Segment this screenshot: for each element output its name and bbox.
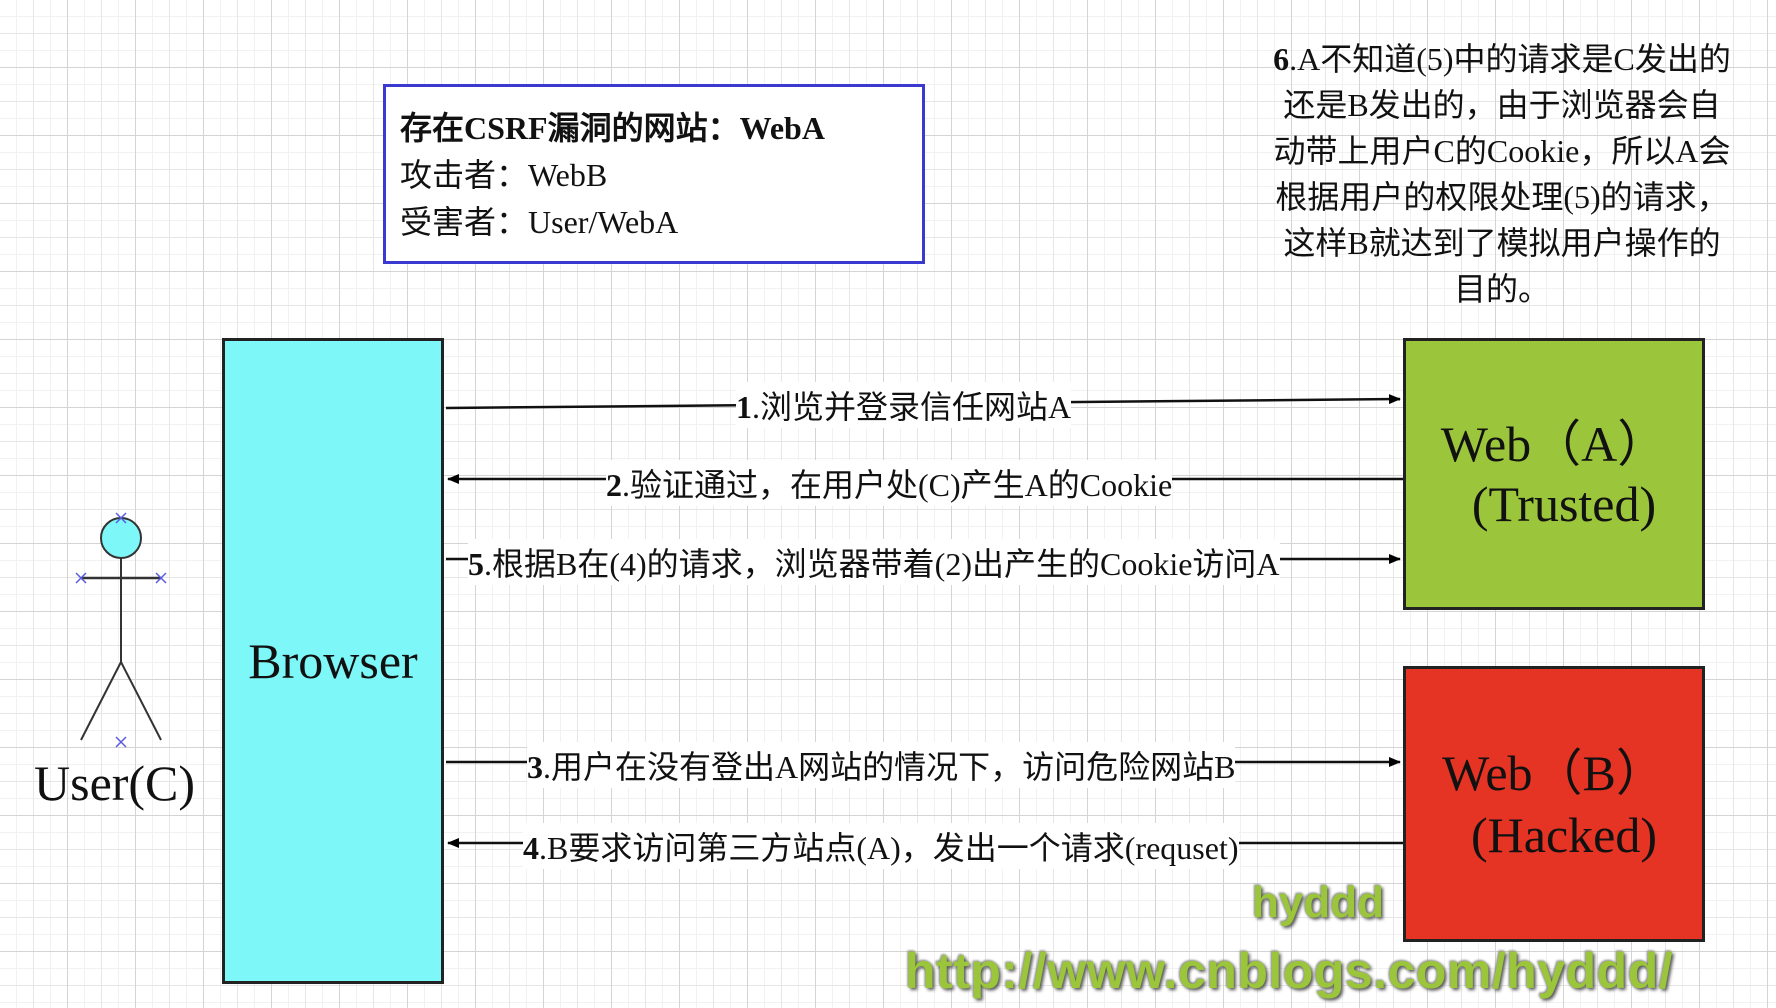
web-a-subtitle: (Trusted) <box>1471 476 1657 532</box>
watermark-url: http://www.cnblogs.com/hyddd/ <box>905 943 1674 999</box>
info-vulnerable-site: 存在CSRF漏洞的网站：WebA <box>400 110 825 146</box>
browser-box: Browser <box>222 338 444 984</box>
step-4-label: 4.B要求访问第三方站点(A)，发出一个请求(requset) <box>523 823 1239 869</box>
step-3-label: 3.用户在没有登出A网站的情况下，访问危险网站B <box>527 742 1236 788</box>
user-label: User(C) <box>34 755 196 811</box>
step-5-label: 5.根据B在(4)的请求，浏览器带着(2)出产生的Cookie访问A <box>468 539 1280 585</box>
info-box: 存在CSRF漏洞的网站：WebA 攻击者：WebB 受害者：User/WebA <box>383 84 925 264</box>
web-b-box: Web（B） (Hacked) <box>1403 666 1705 942</box>
web-a-title: Web（A） <box>1440 416 1668 472</box>
web-b-subtitle: (Hacked) <box>1471 807 1657 863</box>
step-6-note: 6.A不知道(5)中的请求是C发出的 还是B发出的，由于浏览器会自 动带上用户C… <box>1273 41 1731 307</box>
web-a-box: Web（A） (Trusted) <box>1403 338 1705 610</box>
user-actor-icon <box>75 512 167 748</box>
info-attacker: 攻击者：WebB <box>400 157 608 193</box>
web-b-title: Web（B） <box>1442 745 1666 801</box>
browser-label: Browser <box>248 633 418 689</box>
watermark-name: hyddd <box>1252 878 1384 927</box>
info-victim: 受害者：User/WebA <box>400 204 679 240</box>
user-head <box>100 517 142 559</box>
step-1-label: 1.浏览并登录信任网站A <box>736 382 1072 428</box>
step-2-label: 2.验证通过，在用户处(C)产生A的Cookie <box>606 460 1173 506</box>
